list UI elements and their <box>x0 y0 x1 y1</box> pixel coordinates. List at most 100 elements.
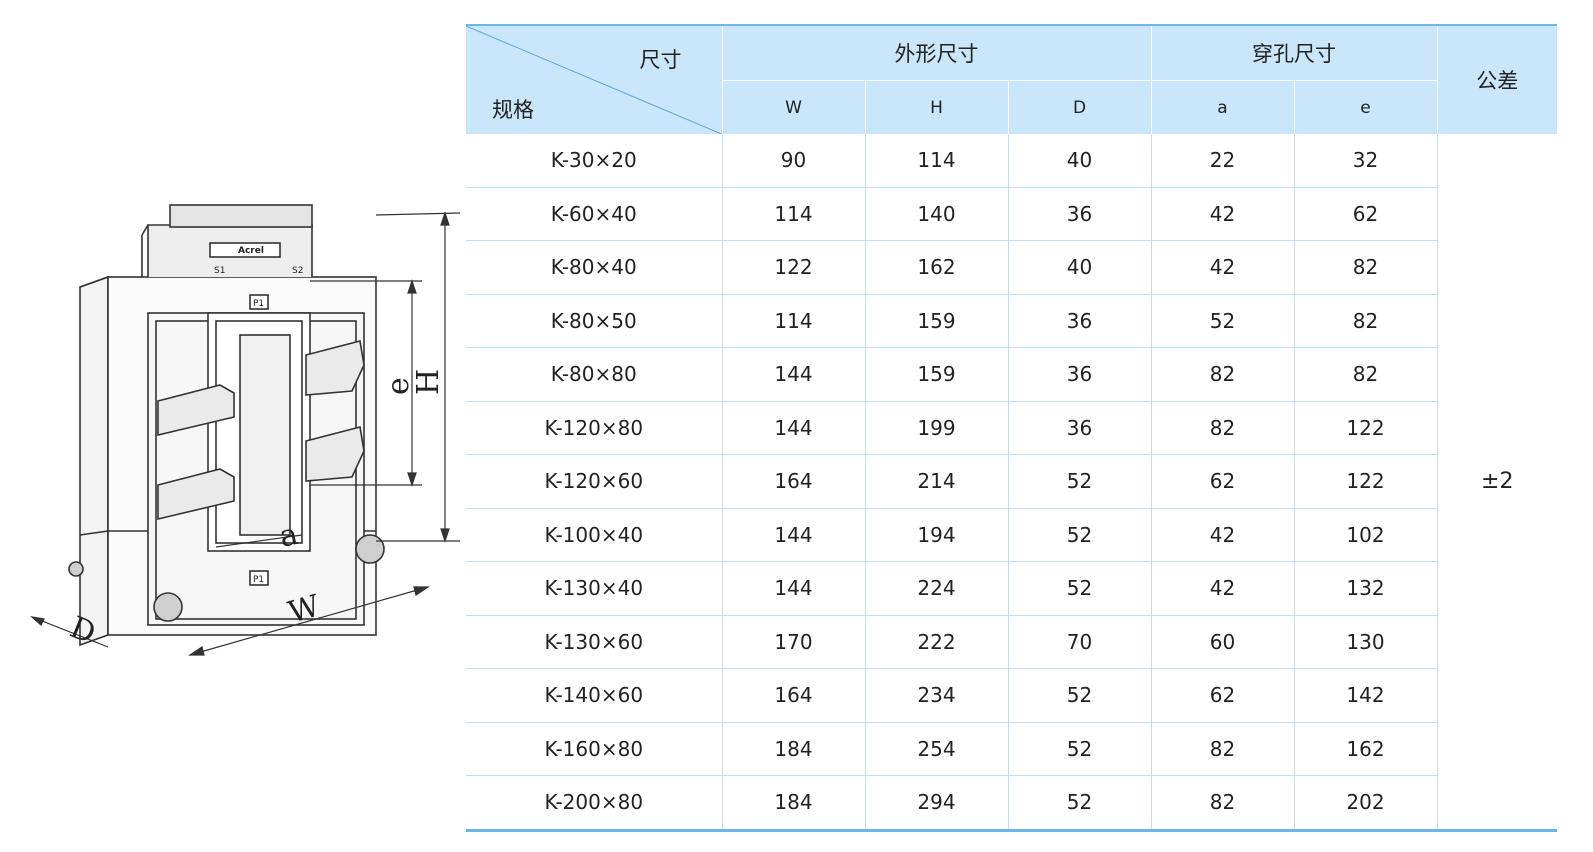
corner-header: 尺寸 规格 <box>466 25 722 134</box>
cell-e: 162 <box>1293 722 1438 776</box>
cell-D: 52 <box>1007 454 1152 509</box>
brand-logo: Acrel <box>238 246 264 256</box>
cell-spec: K-200×80 <box>544 790 644 815</box>
corner-label-size: 尺寸 <box>639 48 682 72</box>
cell-spec: K-80×80 <box>466 347 722 402</box>
cell-spec: K-120×60 <box>466 454 722 509</box>
cell-D: 40 <box>1007 134 1152 188</box>
cell-D: 70 <box>1007 615 1152 669</box>
col-header-W: W <box>721 80 865 134</box>
cell-H: 162 <box>864 240 1008 295</box>
output-mark-s1: S1 <box>214 266 225 276</box>
cell-W: 184 <box>721 722 865 776</box>
cell-a: 62 <box>1150 454 1295 509</box>
group-header-hole: 穿孔尺寸 <box>1150 25 1438 81</box>
cell-spec: K-120×80 <box>466 401 722 455</box>
cell-e: 32 <box>1293 134 1438 188</box>
cell-spec: K-130×40 <box>466 561 722 616</box>
cell-H: 159 <box>864 294 1008 348</box>
cell-spec: K-130×60 <box>466 615 722 669</box>
col-header-a: a <box>1150 80 1295 134</box>
cell-e: 82 <box>1293 347 1438 402</box>
cell-W: 144 <box>721 401 865 455</box>
cell-D: 36 <box>1007 294 1152 348</box>
col-header-H: H <box>864 80 1008 134</box>
col-header-e: e <box>1293 80 1438 134</box>
cell-D: 36 <box>1007 187 1152 241</box>
cell-a: 62 <box>1150 668 1295 723</box>
cell-a: 52 <box>1150 294 1295 348</box>
cell-spec: K-60×40 <box>466 187 722 241</box>
cell-spec: K-30×20 <box>466 134 722 188</box>
cell-D: 40 <box>1007 240 1152 295</box>
corner-label-spec: 规格 <box>492 98 534 122</box>
cell-spec: K-80×50 <box>466 294 722 348</box>
cell-W: 144 <box>721 347 865 402</box>
cell-D: 52 <box>1007 508 1152 562</box>
transformer-drawing: H e a W D Acrel P1 P1 S1 S2 <box>20 195 470 675</box>
cell-W: 114 <box>721 294 865 348</box>
cell-W: 184 <box>721 775 865 830</box>
cell-spec: K-100×40 <box>466 508 722 562</box>
cell-W: 144 <box>721 561 865 616</box>
cell-H: 140 <box>864 187 1008 241</box>
cell-D: 52 <box>1007 775 1152 830</box>
terminal-mark-top: P1 <box>253 299 264 309</box>
tolerance-header: 公差 <box>1436 25 1558 134</box>
cell-D: 52 <box>1007 561 1152 616</box>
cell-H: 159 <box>864 347 1008 402</box>
cell-D: 52 <box>1007 668 1152 723</box>
cell-W: 114 <box>721 187 865 241</box>
cell-spec: K-80×40 <box>466 240 722 295</box>
cell-e: 122 <box>1293 401 1438 455</box>
cell-H: 234 <box>864 668 1008 723</box>
cell-H: 194 <box>864 508 1008 562</box>
dim-label-e: e <box>381 377 416 395</box>
cell-spec: K-140×60 <box>466 668 722 723</box>
cell-e: 132 <box>1293 561 1438 616</box>
cell-e: 142 <box>1293 668 1438 723</box>
cell-a: 42 <box>1150 561 1295 616</box>
cell-D: 36 <box>1007 347 1152 402</box>
cell-a: 82 <box>1150 722 1295 776</box>
cell-e: 202 <box>1293 775 1438 830</box>
transformer-outline-svg: H e a W D Acrel P1 P1 S1 S2 <box>30 204 461 656</box>
dim-label-H: H <box>411 369 446 395</box>
cell-H: 294 <box>864 775 1008 830</box>
cell-H: 114 <box>864 134 1008 188</box>
cell-a: 82 <box>1150 347 1295 402</box>
cell-a: 82 <box>1150 775 1295 830</box>
cell-tolerance: ±2 <box>1436 134 1558 830</box>
cell-H: 199 <box>864 401 1008 455</box>
cell-e: 102 <box>1293 508 1438 562</box>
cell-D: 52 <box>1007 722 1152 776</box>
cell-e: 82 <box>1293 240 1438 295</box>
corner-diagonal-line <box>466 26 722 134</box>
cell-W: 164 <box>721 668 865 723</box>
cell-W: 164 <box>721 454 865 509</box>
cell-D: 36 <box>1007 401 1152 455</box>
cell-a: 22 <box>1150 134 1295 188</box>
terminal-mark-bottom: P1 <box>253 575 264 585</box>
cell-W: 170 <box>721 615 865 669</box>
cell-e: 82 <box>1293 294 1438 348</box>
cell-a: 42 <box>1150 508 1295 562</box>
dim-label-D: D <box>65 610 100 651</box>
cell-H: 224 <box>864 561 1008 616</box>
cell-H: 214 <box>864 454 1008 509</box>
cell-W: 122 <box>721 240 865 295</box>
cell-H: 222 <box>864 615 1008 669</box>
cell-spec: K-160×80 <box>466 722 722 776</box>
cell-a: 42 <box>1150 187 1295 241</box>
